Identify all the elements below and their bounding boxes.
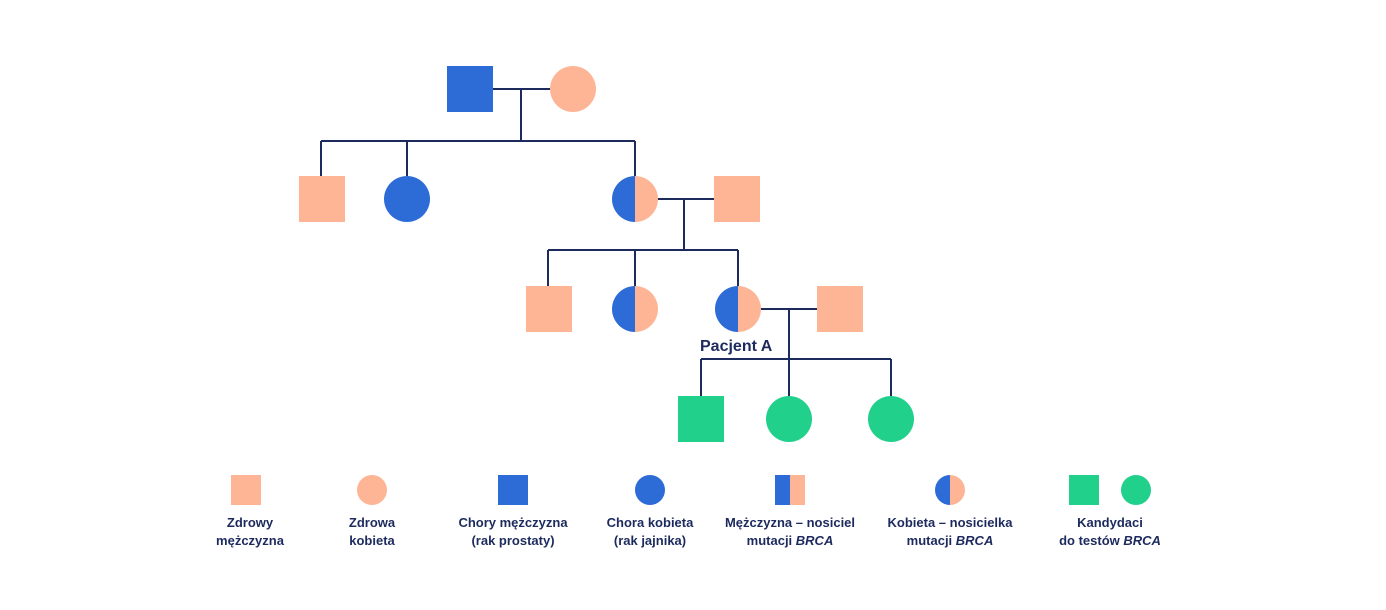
sister-carrier-female	[612, 286, 658, 332]
legend-label-healthy-female: Zdrowa kobieta	[312, 514, 432, 550]
pedigree-lines	[320, 88, 892, 396]
patient-a-label: Pacjent A	[700, 338, 773, 355]
legend-symbol-carrier-female	[935, 475, 965, 505]
legend-symbol-healthy-female	[357, 475, 387, 505]
legend-label-line: Zdrowy	[226, 515, 274, 530]
legend-label-line: (rak jajnika)	[613, 533, 687, 548]
legend-label-line: (rak prostaty)	[471, 533, 555, 548]
legend-label-line: Kandydaci	[1077, 515, 1143, 530]
legend-label-candidates: Kandydaci do testów BRCA	[1040, 514, 1180, 550]
mother-carrier-female	[612, 176, 658, 222]
son-candidate-male	[678, 396, 724, 442]
legend-label-line: Mężczyzna – nosiciel	[724, 515, 856, 530]
father-healthy-male	[714, 176, 760, 222]
aunt-affected-female	[384, 176, 430, 222]
legend-label-line: Zdrowa	[348, 515, 396, 530]
legend-symbols	[231, 475, 1151, 505]
uncle-healthy-male	[299, 176, 345, 222]
daughter-candidate-female-2	[868, 396, 914, 442]
legend-label-line: mutacji BRCA	[746, 533, 834, 548]
legend-label-healthy-male: Zdrowy mężczyzna	[190, 514, 310, 550]
legend-label-line: mutacji BRCA	[906, 533, 994, 548]
daughter-candidate-female-1	[766, 396, 812, 442]
legend-label-affected-female: Chora kobieta (rak jajnika)	[580, 514, 720, 550]
legend-symbol-candidate-male	[1069, 475, 1099, 505]
legend-label-carrier-male: Mężczyzna – nosiciel mutacji BRCA	[710, 514, 870, 550]
legend-symbol-carrier-male	[775, 475, 805, 505]
brother-healthy-male	[526, 286, 572, 332]
legend-label-affected-male: Chory mężczyzna (rak prostaty)	[433, 514, 593, 550]
legend-symbol-candidate-female	[1121, 475, 1151, 505]
grandmother-healthy-female	[550, 66, 596, 112]
legend-label-line: Chory mężczyzna	[458, 515, 568, 530]
legend-label-line: kobieta	[349, 533, 395, 548]
legend-symbol-healthy-male	[231, 475, 261, 505]
legend-symbol-affected-male	[498, 475, 528, 505]
legend-label-line: do testów BRCA	[1059, 533, 1161, 548]
legend-label-line: mężczyzna	[216, 533, 284, 548]
grandfather-affected-male	[447, 66, 493, 112]
legend-label-line: Chora kobieta	[606, 515, 694, 530]
patient-a-carrier-female	[715, 286, 761, 332]
partner-healthy-male	[817, 286, 863, 332]
legend-label-line: Kobieta – nosicielka	[887, 515, 1013, 530]
legend-symbol-affected-female	[635, 475, 665, 505]
legend-label-carrier-female: Kobieta – nosicielka mutacji BRCA	[870, 514, 1030, 550]
